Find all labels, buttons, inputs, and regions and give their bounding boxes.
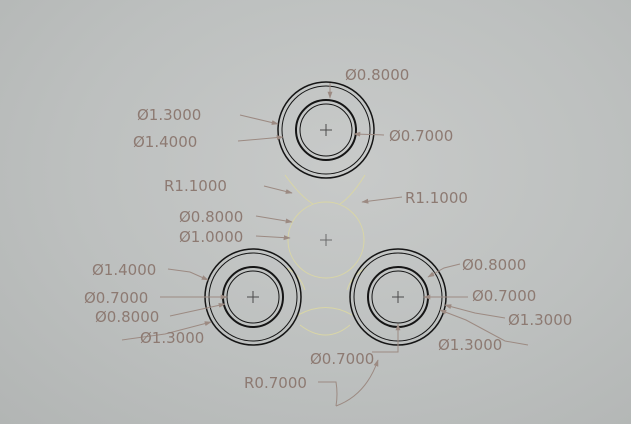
dim-top-d08: Ø0.8000 [345, 66, 409, 84]
top-hub-bore-inner [299, 103, 353, 157]
leader-right-d13b [439, 309, 529, 346]
dim-right-d08: Ø0.8000 [462, 256, 526, 274]
leader-top-d07 [353, 131, 385, 137]
dim-center-d10: Ø1.0000 [179, 228, 243, 246]
dim-left-d13: Ø1.3000 [140, 329, 204, 347]
dim-right-d13b: Ø1.3000 [438, 336, 502, 354]
part-body-outline [284, 174, 367, 336]
dim-center-d08: Ø0.8000 [179, 208, 243, 226]
center-hub [320, 234, 332, 246]
dim-right-d13a: Ø1.3000 [508, 311, 572, 329]
top-hub-center-mark [320, 124, 332, 136]
leader-top-d14 [237, 135, 284, 142]
left-hub-center-mark [247, 291, 259, 303]
leader-fillet-left [263, 185, 293, 194]
leader-center-d08 [255, 215, 293, 224]
top-hub-bore [295, 99, 357, 161]
dim-bottom-r07: R0.7000 [244, 374, 307, 392]
leader-lines [121, 83, 529, 407]
leader-fillet-right [361, 196, 403, 204]
leader-left-d14 [167, 268, 209, 281]
dim-left-d07: Ø0.7000 [84, 289, 148, 307]
top-hub [277, 81, 375, 179]
dim-fillet-right: R1.1000 [405, 189, 468, 207]
leader-left-d13 [121, 321, 212, 341]
dim-left-d08: Ø0.8000 [95, 308, 159, 326]
dim-top-d14: Ø1.4000 [133, 133, 197, 151]
leader-left-d08 [169, 302, 226, 317]
leader-right-d08 [427, 263, 461, 278]
top-hub-outer-ring [277, 81, 375, 179]
dim-left-d14: Ø1.4000 [92, 261, 156, 279]
top-hub-ring-2 [281, 85, 371, 175]
dim-top-d13: Ø1.3000 [137, 106, 201, 124]
left-hub [204, 248, 302, 346]
dimension-labels: Ø0.8000 Ø1.3000 Ø1.4000 Ø0.7000 R1.1000 … [84, 66, 572, 392]
leader-bottom-d07 [372, 323, 401, 353]
dim-right-d07: Ø0.7000 [472, 287, 536, 305]
dim-top-d07: Ø0.7000 [389, 127, 453, 145]
leader-bottom-r07-arc [335, 359, 379, 407]
leader-bottom-r07 [318, 381, 338, 407]
right-hub-center-mark [392, 291, 404, 303]
leader-center-d10 [255, 235, 291, 241]
dim-fillet-left: R1.1000 [164, 177, 227, 195]
leader-right-d13a [444, 304, 506, 319]
dim-bottom-d07: Ø0.7000 [310, 350, 374, 368]
center-mark [320, 234, 332, 246]
leader-top-d13 [239, 114, 279, 125]
